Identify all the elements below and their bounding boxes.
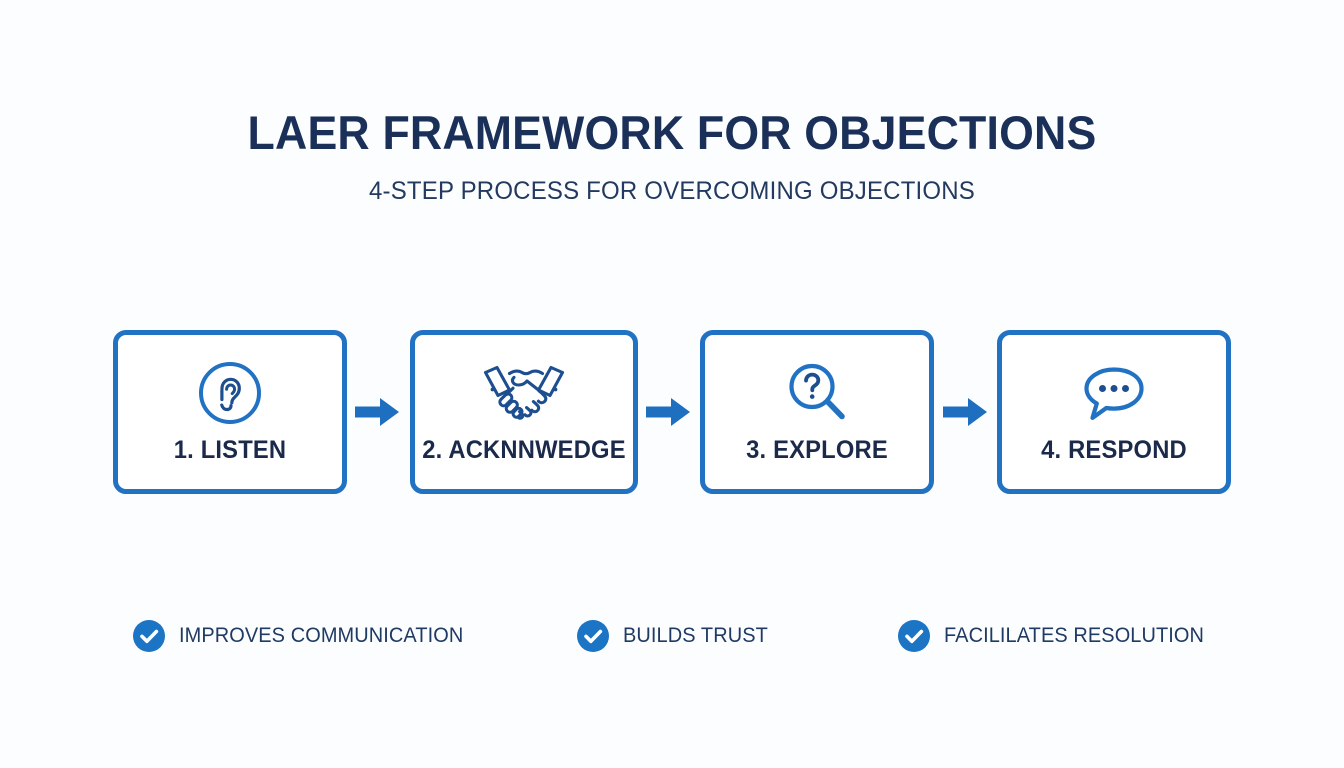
benefit-item: FACILILATES RESOLUTION	[898, 618, 1218, 654]
process-steps-row: 1. LISTEN 2.	[113, 330, 1232, 494]
connector-arrow-3	[934, 330, 997, 494]
step-card-respond[interactable]: 4. RESPOND	[997, 330, 1232, 494]
step-card-explore[interactable]: 3. EXPLORE	[700, 330, 935, 494]
connector-arrow-2	[638, 330, 701, 494]
step-card-acknowledge[interactable]: 2. ACKNNWEDGE	[409, 330, 638, 494]
benefits-row: IMPROVES COMMUNICATION BUILDS TRUST FACI…	[133, 618, 1223, 654]
connector-arrow-1	[347, 330, 410, 494]
benefit-label: IMPROVES COMMUNICATION	[179, 624, 464, 647]
check-circle-icon	[133, 620, 165, 652]
benefit-item: BUILDS TRUST	[577, 618, 776, 654]
benefit-label: FACILILATES RESOLUTION	[944, 624, 1205, 647]
step-card-listen[interactable]: 1. LISTEN	[113, 330, 347, 494]
arrow-right-icon	[646, 398, 690, 426]
step-label: 1. LISTEN	[173, 436, 287, 464]
step-label: 4. RESPOND	[1041, 436, 1187, 464]
header: LAER FRAMEWORK FOR OBJECTIONS 4-STEP PRO…	[0, 108, 1344, 206]
page-title: LAER FRAMEWORK FOR OBJECTIONS	[247, 106, 1097, 159]
arrow-right-icon	[355, 398, 400, 426]
benefit-item: IMPROVES COMMUNICATION	[133, 618, 478, 654]
check-circle-icon	[898, 620, 930, 652]
page-subtitle: 4-STEP PROCESS FOR OVERCOMING OBJECTIONS	[369, 177, 975, 206]
check-circle-icon	[577, 620, 609, 652]
speech-bubble-dots-icon	[1075, 357, 1153, 429]
benefit-label: BUILDS TRUST	[623, 624, 768, 647]
step-label: 3. EXPLORE	[746, 436, 889, 464]
ear-in-circle-icon	[197, 357, 263, 429]
arrow-right-icon	[942, 398, 987, 426]
step-label: 2. ACKNNWEDGE	[421, 436, 626, 464]
handshake-icon	[481, 357, 567, 429]
magnifier-question-icon	[782, 357, 852, 429]
